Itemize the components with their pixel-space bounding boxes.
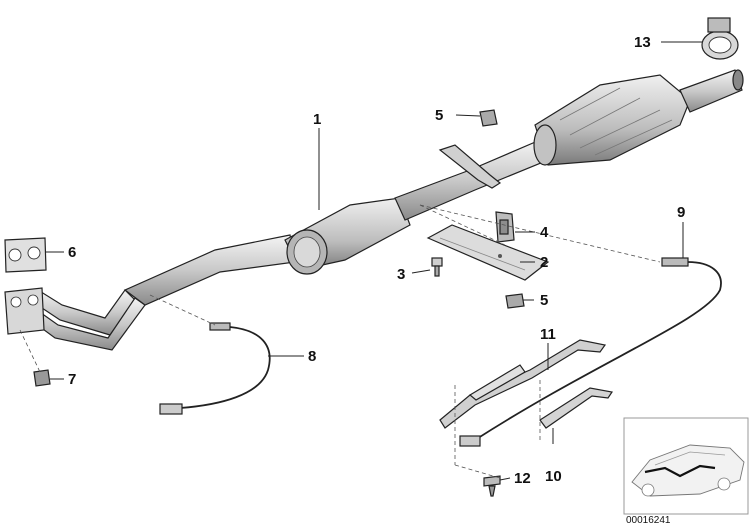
gasket-part-6	[4, 237, 47, 273]
cable-holder-part-10	[539, 387, 614, 429]
bolt-part-3	[431, 257, 443, 277]
callout-1: 1	[313, 111, 321, 128]
nut-part-5-top	[479, 109, 498, 127]
screw-part-12	[483, 475, 501, 497]
rubber-mount-part-4	[495, 211, 515, 243]
callout-11: 11	[540, 326, 556, 343]
callout-12: 12	[514, 470, 531, 487]
callout-2: 2	[540, 254, 548, 271]
callout-10: 10	[545, 468, 562, 485]
nut-part-7	[33, 369, 51, 387]
callout-6: 6	[68, 244, 76, 261]
clamp-part-13	[701, 17, 739, 60]
callout-leaders	[46, 41, 702, 481]
cable-bracket-part-11	[439, 339, 607, 429]
callout-3: 3	[397, 266, 405, 283]
vehicle-location-thumbnail	[623, 417, 749, 515]
callout-7: 7	[68, 371, 76, 388]
nut-part-5-bottom	[505, 293, 525, 309]
downpipe-flange	[4, 287, 45, 335]
callout-13: 13	[634, 34, 651, 51]
exhaust-pipe-assembly	[27, 69, 744, 351]
oxygen-sensor-part-9	[459, 257, 722, 447]
callout-8: 8	[308, 348, 316, 365]
reference-number: 00016241	[626, 515, 671, 525]
callout-9: 9	[677, 204, 685, 221]
bracket-plate	[426, 224, 550, 281]
callout-5-top: 5	[435, 107, 443, 124]
callout-5-bottom: 5	[540, 292, 548, 309]
callout-4: 4	[540, 224, 549, 241]
oxygen-sensor-part-8	[159, 322, 271, 415]
dashed-guide-lines	[19, 204, 661, 479]
